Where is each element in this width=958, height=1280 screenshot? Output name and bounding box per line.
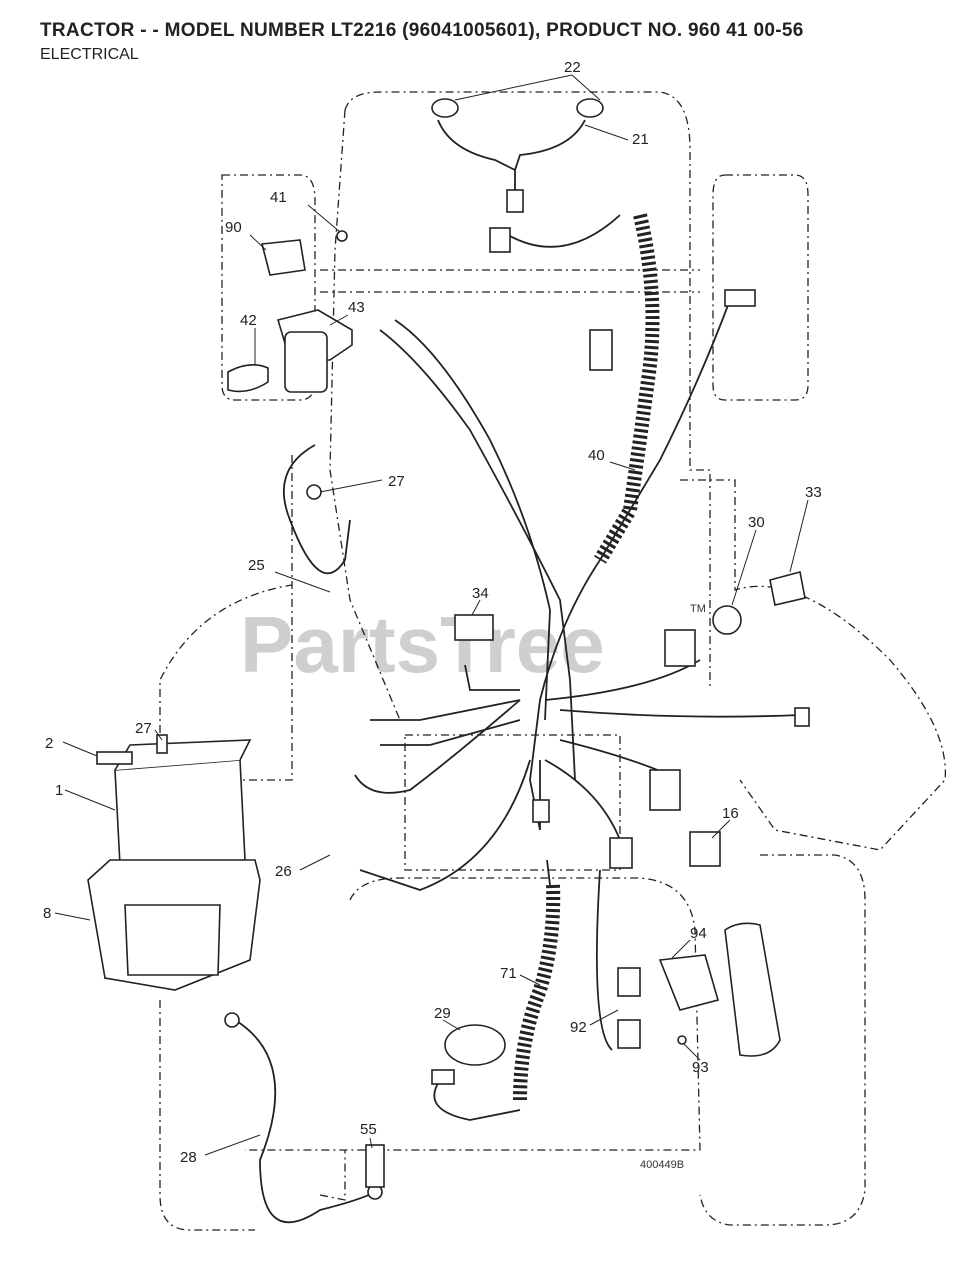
harness-92	[595, 869, 613, 1051]
connector-mid-right	[664, 629, 696, 667]
connector-upper-mid	[589, 329, 613, 371]
main-harness-coil	[593, 213, 660, 564]
callout-28: 28	[180, 1149, 197, 1166]
connector-92-a	[617, 967, 641, 997]
callout-27-battery: 27	[135, 720, 152, 737]
watermark: PartsTree	[240, 600, 605, 689]
nut-41	[336, 230, 348, 242]
callout-25: 25	[248, 557, 265, 574]
rear-harness-coil	[513, 884, 561, 1101]
harness-to-main	[499, 214, 621, 248]
callout-33: 33	[805, 484, 822, 501]
headlight-right	[576, 98, 604, 118]
callout-labels: 22 21 41 90 43 42 40 27 33 30 25 34 2 27…	[43, 59, 822, 1166]
rear-harness-lead	[546, 859, 551, 886]
tray-front	[124, 904, 221, 976]
callout-41: 41	[270, 189, 287, 206]
rear-fender	[245, 877, 701, 1151]
cable-28	[234, 1019, 376, 1224]
harness-to-switch	[464, 664, 520, 691]
horn-29	[444, 1024, 506, 1066]
callout-71: 71	[500, 965, 517, 982]
seat-switch-cover	[724, 922, 781, 1057]
callout-26: 26	[275, 863, 292, 880]
frame-left-outline	[329, 109, 401, 721]
horn-lead	[433, 1079, 521, 1121]
callout-42: 42	[240, 312, 257, 329]
relay-16	[689, 831, 721, 867]
screw-27-battery	[156, 734, 168, 754]
connector-upper-right	[724, 289, 756, 307]
horn-connector	[431, 1069, 455, 1085]
callout-30: 30	[748, 514, 765, 531]
callout-55: 55	[360, 1121, 377, 1138]
leader-lines	[54, 74, 809, 1156]
harness-bundle-b	[379, 329, 576, 781]
bolt-2	[96, 751, 133, 765]
ignition-switch	[712, 605, 742, 635]
diagram-reference: 400449B	[640, 1159, 684, 1171]
callout-29: 29	[434, 1005, 451, 1022]
harness-front-left	[370, 699, 521, 746]
callout-92: 92	[570, 1019, 587, 1036]
callout-8: 8	[43, 905, 51, 922]
plug-90	[260, 239, 306, 276]
callout-40: 40	[588, 447, 605, 464]
terminal-boot	[227, 364, 269, 393]
screw-93	[677, 1035, 687, 1045]
harness-branch-right	[599, 299, 731, 561]
rear-right-wheel	[699, 854, 866, 1226]
callout-93: 93	[692, 1059, 709, 1076]
callout-2: 2	[45, 735, 53, 752]
screw-27	[306, 484, 322, 500]
callout-22: 22	[564, 59, 581, 76]
crossbar-outline	[320, 269, 700, 293]
solenoid	[284, 331, 328, 393]
headlight-harness	[437, 119, 586, 195]
light-switch	[769, 571, 806, 606]
ring-terminal-28	[224, 1012, 240, 1028]
callout-34: 34	[472, 585, 489, 602]
hood-outline	[344, 91, 711, 690]
callout-1: 1	[55, 782, 63, 799]
harness-left-loop	[354, 699, 521, 794]
right-front-wheel	[712, 174, 809, 401]
rear-left-wheel	[159, 1000, 346, 1231]
headlight-connector	[506, 189, 524, 213]
harness-bundle-a	[529, 559, 601, 831]
switch-34	[454, 614, 494, 641]
callout-90: 90	[225, 219, 242, 236]
bracket-94	[658, 954, 719, 1011]
connector-top	[489, 227, 511, 253]
callout-43: 43	[348, 299, 365, 316]
callout-16: 16	[722, 805, 739, 822]
bolt-55	[365, 1144, 385, 1188]
seat-deck	[404, 734, 621, 871]
headlight-left	[431, 98, 459, 118]
callout-27-upper: 27	[388, 473, 405, 490]
battery	[114, 759, 246, 866]
connector-side	[794, 707, 810, 727]
harness-bundle-c	[394, 319, 551, 721]
left-front-wheel	[221, 174, 316, 401]
cable-25	[282, 444, 351, 575]
page-title: TRACTOR - - MODEL NUMBER LT2216 (9604100…	[40, 20, 804, 41]
harness-to-26	[359, 759, 531, 891]
connector-rear-b	[609, 837, 633, 869]
watermark-tm: TM	[690, 603, 706, 615]
footrest-right	[680, 479, 947, 851]
connector-seat	[532, 799, 550, 823]
callout-21: 21	[632, 131, 649, 148]
page-subtitle: ELECTRICAL	[40, 46, 139, 63]
callout-94: 94	[690, 925, 707, 942]
connector-92-b	[617, 1019, 641, 1049]
connector-rear-a	[649, 769, 681, 811]
